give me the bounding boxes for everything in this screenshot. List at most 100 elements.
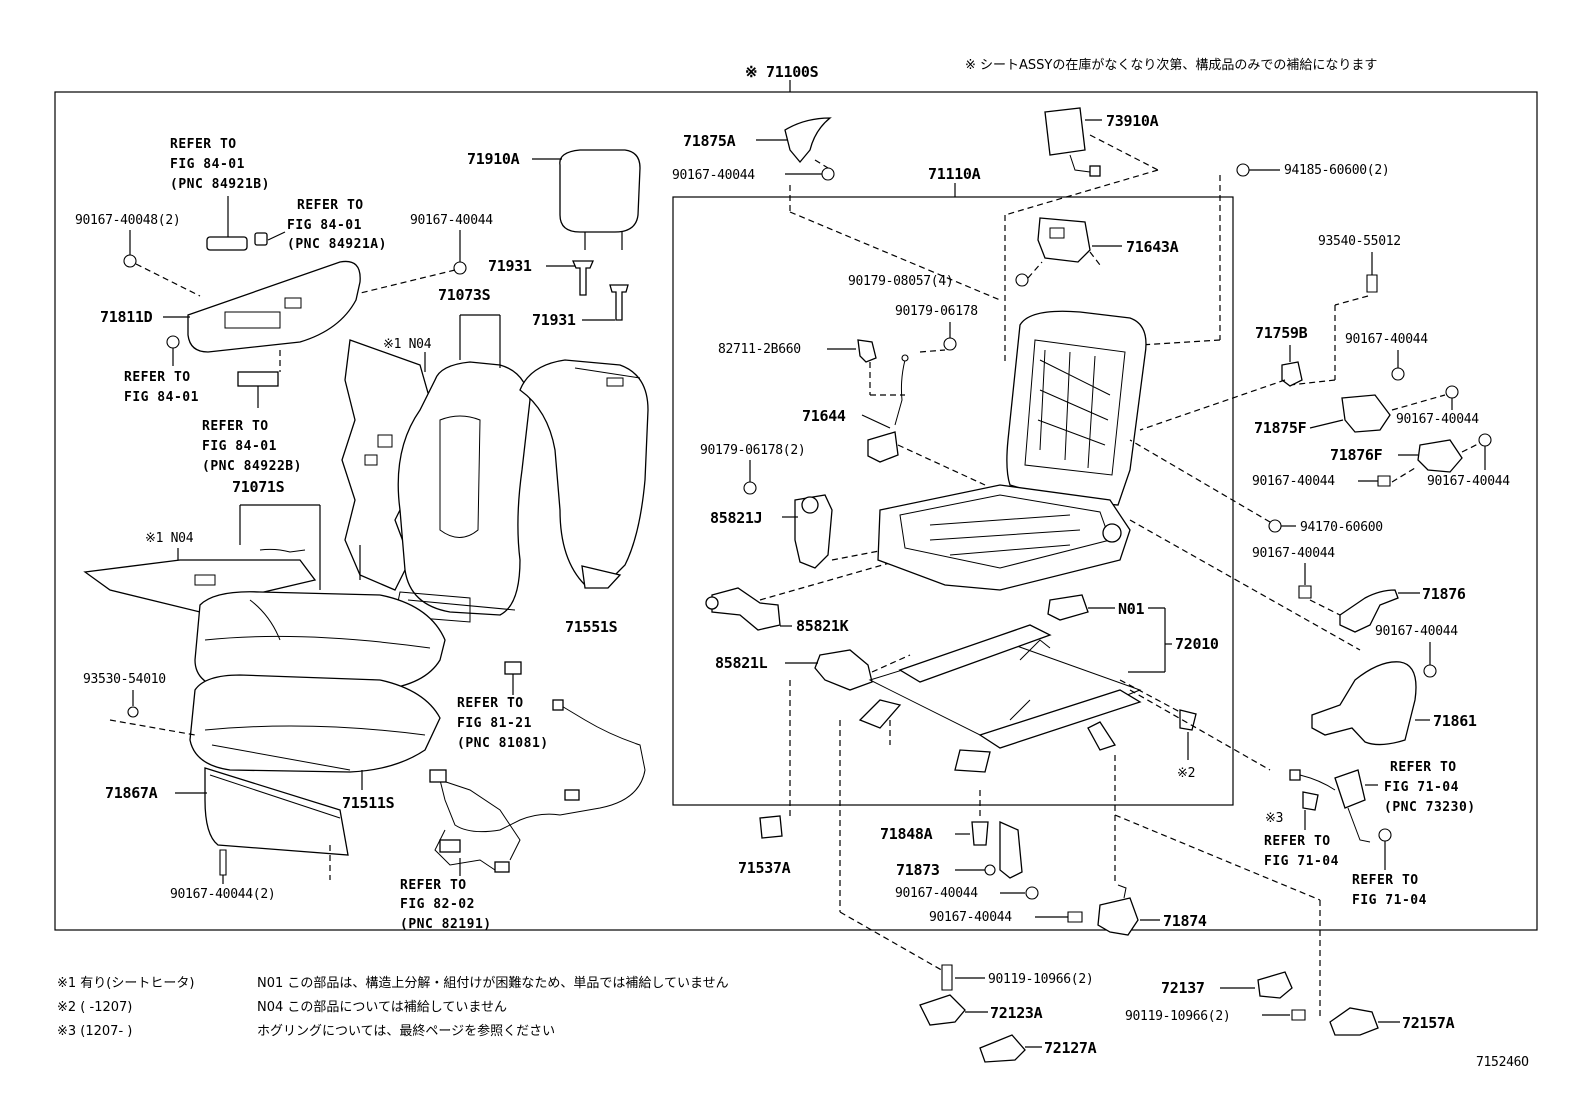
ref-84921B-l1[interactable]: REFER TO [170,137,237,152]
bolt-icon-r1 [1391,367,1405,381]
callout-72123A[interactable]: 72123A [990,1004,1043,1022]
motor-85821J-end [801,496,819,514]
ref-73230-l3[interactable]: (PNC 73230) [1384,800,1476,815]
callout-90167-40048-2[interactable]: 90167-40048(2) [75,213,181,228]
callout-71759B[interactable]: 71759B [1255,324,1308,342]
ref-84922B-l1[interactable]: REFER TO [202,419,269,434]
callout-90167-40044-top[interactable]: 90167-40044 [410,213,494,228]
callout-93530-54010[interactable]: 93530-54010 [83,672,166,687]
ref-84921B-l3[interactable]: (PNC 84921B) [170,177,270,192]
callout-72157A[interactable]: 72157A [1402,1014,1455,1032]
cushion-pad-seam-b [211,744,351,771]
ref-82191-l1[interactable]: REFER TO [400,878,467,893]
ref-82191-l2[interactable]: FIG 82-02 [400,897,475,912]
ref-71-04a-l2[interactable]: FIG 71-04 [1264,854,1339,869]
callout-71867A[interactable]: 71867A [105,784,158,802]
seat-heater-shape [83,559,317,613]
bracket-71643A-shape [1037,217,1091,263]
callout-71643A[interactable]: 71643A [1126,238,1179,256]
callout-90179-06178-2[interactable]: 90179-06178(2) [700,443,806,458]
callout-71811D[interactable]: 71811D [100,308,153,326]
callout-71551S[interactable]: 71551S [565,618,618,636]
callout-90167-40044-b1[interactable]: 90167-40044 [895,886,979,901]
callout-71875F[interactable]: 71875F [1254,419,1307,437]
callout-94170-60600[interactable]: 94170-60600 [1300,520,1383,535]
ref-81081-l2[interactable]: FIG 81-21 [457,716,532,731]
callout-90179-06178[interactable]: 90179-06178 [895,304,978,319]
adjuster-foot-right [1087,721,1117,751]
callout-85821K[interactable]: 85821K [796,617,849,635]
ref-73230-l1[interactable]: REFER TO [1390,760,1457,775]
callout-71071S[interactable]: 71071S [232,478,285,496]
callout-71861[interactable]: 71861 [1433,712,1477,730]
callout-71876F[interactable]: 71876F [1330,446,1383,464]
dash-85821L [871,654,911,673]
callout-n04b[interactable]: ※1 N04 [145,531,194,546]
callout-71876[interactable]: 71876 [1422,585,1466,603]
ref-82191-l3[interactable]: (PNC 82191) [400,917,492,932]
callout-94185-60600-2[interactable]: 94185-60600(2) [1284,163,1390,178]
callout-72137[interactable]: 72137 [1161,979,1205,997]
callout-72010[interactable]: 72010 [1175,635,1219,653]
callout-71931a[interactable]: 71931 [488,257,532,275]
adjuster-foot-left [858,699,902,729]
ref-73230-l2[interactable]: FIG 71-04 [1384,780,1459,795]
callout-85821J[interactable]: 85821J [710,509,763,527]
motor-85821L-shape [814,649,873,691]
airbag-shape [1044,107,1086,156]
ref-71-04b-l2[interactable]: FIG 71-04 [1352,893,1427,908]
callout-71874[interactable]: 71874 [1163,912,1207,930]
ref-84922B-l3[interactable]: (PNC 84922B) [202,459,302,474]
callout-mark3[interactable]: ※3 [1265,811,1283,826]
bolt-icon-b1 [1025,886,1039,900]
callout-71910A[interactable]: 71910A [467,150,520,168]
callout-90167-40044-71875A[interactable]: 90167-40044 [672,168,756,183]
callout-71073S[interactable]: 71073S [438,286,491,304]
ref-81081-l3[interactable]: (PNC 81081) [457,736,549,751]
ref-84-01-l2[interactable]: FIG 84-01 [124,390,199,405]
callout-90167-40044-2[interactable]: 90167-40044(2) [170,887,276,902]
callout-90167-40044-r4[interactable]: 90167-40044 [1427,474,1511,489]
callout-90179-08057-4[interactable]: 90179-08057(4) [848,274,954,289]
callout-71931b[interactable]: 71931 [532,311,576,329]
callout-90167-40044-r5[interactable]: 90167-40044 [1252,546,1336,561]
callout-71644[interactable]: 71644 [802,407,846,425]
callout-mark2[interactable]: ※2 [1177,766,1195,781]
callout-71875A[interactable]: 71875A [683,132,736,150]
ref-84922B-l2[interactable]: FIG 84-01 [202,439,277,454]
callout-90119-10966-2a[interactable]: 90119-10966(2) [988,972,1094,987]
callout-71110A[interactable]: 71110A [928,165,981,183]
ref-84921A-l2[interactable]: FIG 84-01 [287,218,362,233]
ref-84-01-l1[interactable]: REFER TO [124,370,191,385]
callout-71511S[interactable]: 71511S [342,794,395,812]
callout-82711-2B660[interactable]: 82711-2B660 [718,342,801,357]
ref-71-04a-l1[interactable]: REFER TO [1264,834,1331,849]
callout-N01[interactable]: N01 [1118,600,1145,618]
callout-90167-40044-b2[interactable]: 90167-40044 [929,910,1013,925]
callout-71537A[interactable]: 71537A [738,859,791,877]
hog-ring-icon [127,706,139,718]
callout-90167-40044-r6[interactable]: 90167-40044 [1375,624,1459,639]
callout-71848A[interactable]: 71848A [880,825,933,843]
ref-84921A-l3[interactable]: (PNC 84921A) [287,237,387,252]
callout-73910A[interactable]: 73910A [1106,112,1159,130]
callout-85821L[interactable]: 85821L [715,654,768,672]
callout-93540-55012[interactable]: 93540-55012 [1318,234,1401,249]
callout-72127A[interactable]: 72127A [1044,1039,1097,1057]
callout-71873[interactable]: 71873 [896,861,940,879]
callout-90167-40044-r2[interactable]: 90167-40044 [1396,412,1480,427]
callout-90119-10966-2b[interactable]: 90119-10966(2) [1125,1009,1231,1024]
callout-90167-40044-r1[interactable]: 90167-40044 [1345,332,1429,347]
harness-connector-c [439,839,461,853]
ref-81081-l1[interactable]: REFER TO [457,696,524,711]
callout-n04a[interactable]: ※1 N04 [383,337,432,352]
ref-71-04b-l1[interactable]: REFER TO [1352,873,1419,888]
callout-90167-40044-r3[interactable]: 90167-40044 [1252,474,1336,489]
nut-icon-71-04b [1378,828,1392,842]
ref-84921B-l2[interactable]: FIG 84-01 [170,157,245,172]
figure-id: 715246O [1476,1055,1529,1070]
nut-icon-06178 [943,337,957,351]
dash-71875F [1391,394,1446,411]
back-frame-inner [1024,339,1126,476]
ref-84921A-l1[interactable]: REFER TO [297,198,364,213]
